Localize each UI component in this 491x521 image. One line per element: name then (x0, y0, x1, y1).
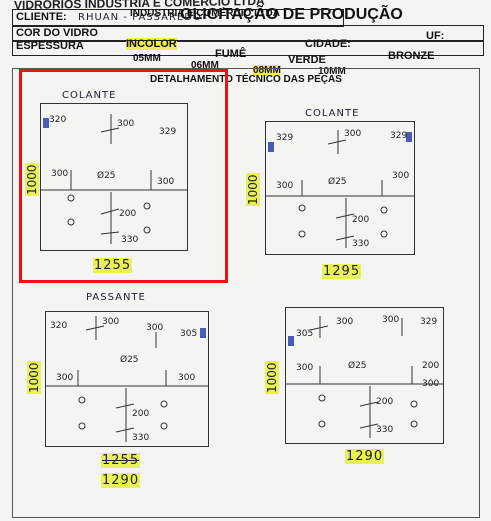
note: Ø25 (328, 176, 347, 187)
cliente-row (12, 9, 344, 27)
cor-row (12, 25, 484, 42)
uf-label: UF: (426, 30, 445, 42)
note: 300 (146, 323, 163, 333)
piece-label: COLANTE (62, 90, 117, 101)
panel-drawing: 320 300 300 305 Ø25 300 300 200 330 (46, 316, 208, 443)
form-title: OLICITAÇÃO DE PRODUÇÃO (180, 6, 403, 23)
note: 300 (392, 171, 409, 181)
height-dimension: 1000 (246, 173, 260, 206)
panel-drawing: 320 300 329 300 Ø25 300 200 330 (41, 114, 187, 245)
cor-label: COR DO VIDRO (16, 27, 98, 39)
height-dimension: 1000 (27, 361, 41, 394)
details-frame (12, 68, 480, 518)
mm5-option: 05MM (133, 53, 161, 64)
note: 300 (102, 317, 119, 327)
mm6-option: 06MM (191, 60, 219, 71)
note: Ø25 (120, 354, 139, 365)
note: 300 (422, 379, 439, 389)
panel-drawing: 329 300 329 300 Ø25 300 200 330 (266, 129, 414, 249)
verde-option: VERDE (288, 54, 326, 66)
espessura-row (12, 40, 484, 56)
note: Ø25 (348, 360, 367, 371)
note: 329 (390, 131, 407, 141)
note: 200 (132, 409, 149, 419)
fume-option: FUMÊ (215, 48, 247, 60)
note: 330 (132, 433, 149, 443)
width-dimension: 1255 (93, 258, 133, 273)
note: 329 (420, 317, 437, 327)
note: 305 (180, 329, 197, 339)
note: 300 (51, 169, 68, 179)
glass-panel: 320 300 329 300 Ø25 300 200 330 (40, 103, 188, 251)
form-header: VIDRORIOS INDUSTRIA E COMÉRCIO LTDA OLIC… (0, 0, 491, 85)
note: 300 (276, 181, 293, 191)
note: 330 (121, 235, 138, 245)
panel-drawing: 305 300 300 329 Ø25 300 200 300 200 330 (286, 315, 443, 438)
note: 330 (352, 239, 369, 249)
cidade-label: CIDADE: (305, 38, 351, 50)
bronze-option: BRONZE (388, 50, 435, 62)
note: 330 (376, 425, 393, 435)
incolor-option: INCOLOR (126, 38, 177, 50)
note: 300 (336, 317, 353, 327)
note: 329 (159, 127, 176, 137)
note: 200 (352, 215, 369, 225)
note: 320 (49, 115, 66, 125)
note: 300 (117, 119, 134, 129)
note: Ø25 (97, 170, 116, 181)
note: 300 (157, 177, 174, 187)
width-dimension: 1290 (345, 449, 385, 464)
cliente-value: RHUAN - PASSAREDO (78, 12, 202, 23)
note: 300 (56, 373, 73, 383)
note: 300 (296, 363, 313, 373)
mm8-option: 08MM (253, 65, 281, 76)
note: 200 (422, 361, 439, 371)
mm10-option: 10MM (318, 66, 346, 77)
note: 200 (119, 209, 136, 219)
width-dimension: 1290 (101, 473, 141, 488)
width-dimension: 1295 (322, 264, 362, 279)
note: 320 (50, 321, 67, 331)
glass-panel: 305 300 300 329 Ø25 300 200 300 200 330 (285, 307, 444, 444)
note: 300 (382, 315, 399, 325)
piece-label: COLANTE (305, 108, 360, 119)
note: 300 (344, 129, 361, 139)
glass-panel: 329 300 329 300 Ø25 300 200 330 (265, 121, 415, 255)
struck-width: 1255 (101, 453, 141, 468)
note: 200 (376, 397, 393, 407)
note: 300 (178, 373, 195, 383)
note: 329 (276, 133, 293, 143)
espessura-label: ESPESSURA (16, 40, 84, 52)
glass-panel: 320 300 300 305 Ø25 300 300 200 330 (45, 311, 209, 447)
cliente-label: CLIENTE: (16, 11, 67, 23)
height-dimension: 1000 (265, 361, 279, 394)
detalhamento-title: DETALHAMENTO TÉCNICO DAS PEÇAS (150, 74, 342, 85)
highlight-box (19, 69, 228, 283)
note: 305 (296, 329, 313, 339)
company-name: INDUSTRIA E COMÉRCIO LTDA (130, 8, 280, 19)
piece-label: PASSANTE (86, 292, 146, 303)
